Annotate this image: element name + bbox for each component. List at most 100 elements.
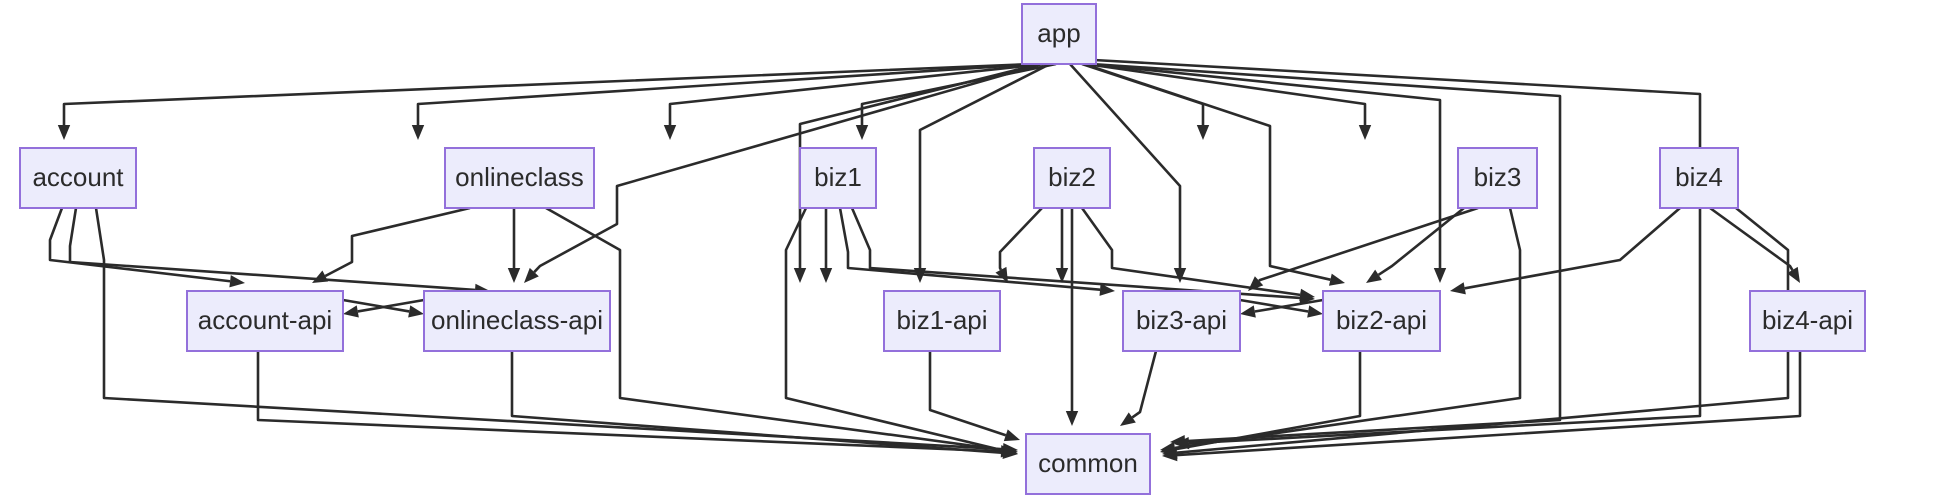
edge-app-to-biz1	[663, 62, 1045, 140]
node-box[interactable]	[1322, 290, 1441, 352]
arrow-head-icon	[312, 270, 329, 283]
edge-biz1-to-biz2-api	[850, 207, 1315, 305]
node-box[interactable]	[799, 147, 877, 209]
arrow-head-icon	[995, 266, 1008, 283]
node-box[interactable]	[1457, 147, 1538, 209]
node-account[interactable]: account	[19, 147, 137, 209]
edges-layer	[48, 58, 1802, 462]
node-box[interactable]	[883, 290, 1001, 352]
edge-app-to-account	[57, 62, 1033, 140]
edge-line	[1069, 63, 1182, 268]
node-box[interactable]	[1025, 433, 1151, 495]
edge-line	[1093, 58, 1702, 445]
edge-app-to-biz2-api	[1083, 62, 1345, 286]
arrow-head-icon	[1450, 282, 1466, 295]
edge-line	[1085, 62, 1367, 125]
node-account-api[interactable]: account-api	[186, 290, 344, 352]
edge-line	[1254, 298, 1324, 313]
edge-line	[545, 206, 1004, 452]
edge-line	[1131, 350, 1158, 419]
arrow-head-icon	[1065, 411, 1079, 426]
node-box[interactable]	[1659, 147, 1739, 209]
edge-line	[850, 207, 1301, 300]
edge-line	[1377, 206, 1465, 276]
edge-app-to-common	[1093, 58, 1702, 450]
edge-line	[416, 62, 1039, 125]
node-box[interactable]	[186, 290, 344, 352]
edge-biz3-api-to-biz2-api	[1239, 298, 1323, 318]
node-common[interactable]: common	[1025, 433, 1151, 495]
node-biz4-api[interactable]: biz4-api	[1749, 290, 1866, 352]
node-box[interactable]	[444, 147, 595, 209]
edge-line	[48, 207, 231, 283]
arrow-head-icon	[343, 305, 359, 318]
arrow-head-icon	[1173, 268, 1187, 283]
node-box[interactable]	[19, 147, 137, 209]
edge-line	[342, 298, 410, 313]
edge-line	[998, 207, 1043, 271]
arrow-head-icon	[663, 125, 677, 140]
edge-biz1-to-biz3-api	[838, 207, 1115, 296]
arrow-head-icon	[1240, 305, 1256, 318]
arrow-head-icon	[1358, 125, 1372, 140]
edge-biz4-to-biz4-api	[1709, 206, 1800, 283]
node-biz1[interactable]: biz1	[799, 147, 877, 209]
node-biz2-api[interactable]: biz2-api	[1322, 290, 1441, 352]
edge-app-to-common	[1091, 62, 1562, 448]
edge-line	[1089, 62, 1442, 268]
edge-line	[256, 351, 1002, 453]
node-biz4[interactable]: biz4	[1659, 147, 1739, 209]
node-biz1-api[interactable]: biz1-api	[883, 290, 1001, 352]
arrow-head-icon	[524, 267, 539, 283]
arrow-head-icon	[229, 275, 245, 288]
arrow-head-icon	[1099, 283, 1115, 296]
arrow-head-icon	[1196, 125, 1210, 140]
arrow-head-icon	[1366, 269, 1382, 283]
node-box[interactable]	[1033, 147, 1111, 209]
edge-line	[94, 207, 1004, 451]
edge-biz4-api-to-common	[1162, 351, 1802, 462]
edge-line	[1083, 62, 1331, 281]
edge-biz1-to-biz1-api	[819, 208, 833, 283]
edge-app-to-biz4-api	[1089, 62, 1447, 283]
edge-app-to-biz4	[1085, 62, 1372, 140]
arrow-head-icon	[408, 305, 424, 318]
edge-biz3-to-biz2-api	[1366, 206, 1465, 283]
edge-account-to-onlineclass-api	[68, 207, 490, 297]
edge-line	[918, 62, 1051, 268]
node-onlineclass-api[interactable]: onlineclass-api	[423, 290, 611, 352]
node-biz2[interactable]: biz2	[1033, 147, 1111, 209]
node-app[interactable]: app	[1021, 3, 1097, 65]
arrow-head-icon	[819, 268, 833, 283]
edge-biz4-to-common	[1162, 206, 1790, 459]
node-onlineclass[interactable]: onlineclass	[444, 147, 595, 209]
arrow-head-icon	[1299, 288, 1315, 302]
node-box[interactable]	[1021, 3, 1097, 65]
node-biz3[interactable]: biz3	[1457, 147, 1538, 209]
edge-app-to-onlineclass-api	[524, 62, 1043, 283]
arrow-head-icon	[855, 125, 869, 140]
edge-biz1-api-to-common	[928, 351, 1020, 442]
arrow-head-icon	[1329, 273, 1345, 286]
edge-biz3-to-biz3-api	[1248, 206, 1479, 291]
edge-line	[838, 207, 1101, 292]
edge-line	[1709, 206, 1794, 271]
edge-line	[784, 207, 1004, 452]
node-box[interactable]	[1122, 290, 1241, 352]
arrow-head-icon	[1248, 276, 1264, 291]
node-biz3-api[interactable]: biz3-api	[1122, 290, 1241, 352]
arrow-head-icon	[1433, 268, 1447, 283]
edge-line	[1258, 206, 1479, 282]
arrow-head-icon	[411, 125, 425, 140]
edge-line	[1464, 207, 1681, 290]
node-box[interactable]	[423, 290, 611, 352]
edge-line	[1080, 207, 1301, 297]
edge-line	[668, 62, 1045, 125]
edge-line	[324, 206, 471, 278]
node-box[interactable]	[1749, 290, 1866, 352]
edge-line	[1174, 207, 1522, 450]
edge-account-api-to-onlineclass-api	[342, 298, 424, 318]
edge-onlineclass-to-account-api	[312, 206, 471, 283]
edge-app-to-biz1-api	[913, 62, 1051, 283]
